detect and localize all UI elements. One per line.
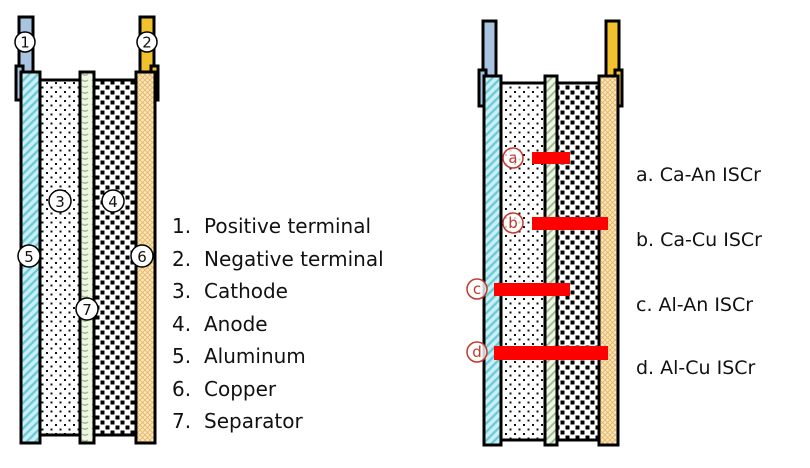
- anode-layer: [92, 78, 139, 437]
- isc-marker-d: d: [466, 341, 608, 363]
- svg-text:d: d: [472, 343, 482, 361]
- callout-3: 3: [48, 189, 72, 213]
- isc-label-c: c. Al-An ISCr: [636, 294, 754, 316]
- svg-text:a: a: [508, 149, 517, 167]
- cathode-layer: [38, 78, 83, 437]
- right-cell-diagram: a b c d: [466, 19, 624, 447]
- svg-text:b: b: [508, 214, 518, 232]
- isc-label-b: b. Ca-Cu ISCr: [636, 229, 762, 251]
- isc-marker-b: b: [502, 212, 608, 234]
- svg-text:2: 2: [142, 34, 152, 52]
- legend-item-anode: 4.Anode: [172, 311, 268, 336]
- cathode-layer: [498, 81, 548, 442]
- legend-item-cathode: 3.Cathode: [172, 279, 288, 303]
- legend-item-copper: 6.Copper: [172, 376, 277, 401]
- separator-layer: [543, 74, 559, 447]
- legend-item-negative-terminal: 2.Negative terminal: [172, 246, 384, 271]
- legend-item-positive-terminal: 1.Positive terminal: [172, 214, 372, 238]
- svg-text:1: 1: [20, 34, 30, 52]
- isc-label-a: a. Ca-An ISCr: [636, 164, 761, 186]
- copper-collector: [597, 74, 620, 447]
- legend-item-separator: 7.Separator: [172, 409, 303, 433]
- callout-1: 1: [14, 31, 36, 53]
- svg-text:5: 5: [24, 248, 34, 266]
- svg-text:6: 6: [137, 248, 147, 266]
- svg-text:7: 7: [82, 301, 92, 319]
- callout-4: 4: [101, 189, 125, 213]
- isc-label-d: d. Al-Cu ISCr: [636, 357, 756, 379]
- callout-6: 6: [130, 244, 154, 268]
- callout-7: 7: [75, 297, 99, 321]
- aluminum-collector: [482, 74, 503, 447]
- callout-2: 2: [136, 31, 158, 53]
- svg-text:3: 3: [55, 193, 65, 211]
- left-cell-diagram: 1 2 3 4 5 6 7: [14, 15, 160, 445]
- anode-layer: [554, 81, 601, 442]
- callout-5: 5: [17, 244, 41, 268]
- isc-marker-c: c: [466, 278, 570, 300]
- svg-text:4: 4: [108, 193, 118, 211]
- legend-item-aluminum: 5.Aluminum: [172, 344, 306, 368]
- isc-marker-a: a: [502, 147, 570, 169]
- svg-text:c: c: [473, 280, 481, 298]
- separator-layer: [78, 70, 96, 445]
- component-legend: 1.Positive terminal 2.Negative terminal …: [172, 210, 384, 438]
